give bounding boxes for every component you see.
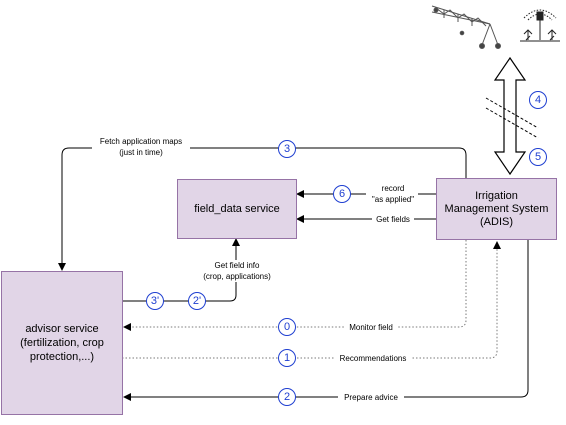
edge-fetch-maps [58,147,467,271]
edge-label-record-line2: "as applied" [372,195,414,204]
edge-get-field-info [122,238,240,302]
irrigation-label-line2: Management System [444,202,549,215]
field-data-service-node: field_data service [177,179,297,239]
edge-label-get-field-info-line1: Get field info [215,261,260,270]
step-badge-6: 6 [333,185,351,203]
irrigation-label-line3: (ADIS) [480,215,513,228]
step-badge-3: 3 [278,140,296,158]
sprinkler-icon [520,9,560,42]
wireless-break-line [485,107,539,139]
edge-label-record-line1: record [382,184,405,193]
step-badge-0: 0 [278,318,296,336]
irrigation-management-system-node: Irrigation Management System (ADIS) [436,178,557,240]
edge-label-get-fields: Get fields [376,215,410,224]
edge-label-fetch-maps-line2: (just in time) [119,148,163,157]
edge-monitor-field [123,240,467,331]
edge-prepare-advice [123,240,529,401]
field-data-service-label: field_data service [194,203,280,215]
edge-label-recommendations: Recommendations [340,354,407,363]
pivot-irrigation-icon [431,5,501,49]
step-badge-5: 5 [529,148,547,166]
edge-label-monitor-field: Monitor field [349,323,393,332]
edge-label-get-field-info-line2: (crop, applications) [203,272,271,281]
irrigation-label-line1: Irrigation [475,189,518,202]
step-badge-3-prime: 3' [146,292,164,310]
step-badge-2-prime: 2' [188,292,206,310]
edge-recommendations [122,241,501,359]
bidirectional-arrow [493,56,527,176]
step-badge-1: 1 [278,349,296,367]
wireless-break-line [485,97,539,129]
advisor-service-node: advisor service (fertilization, crop pro… [1,271,123,415]
step-badge-4: 4 [529,91,547,109]
advisor-label-line3: protection,...) [29,351,95,363]
advisor-label-line2: (fertilization, crop [20,337,104,349]
edge-label-prepare-advice: Prepare advice [344,393,398,402]
advisor-label-line1: advisor service [25,323,99,335]
step-badge-2: 2 [278,388,296,406]
edge-label-fetch-maps-line1: Fetch application maps [100,137,182,146]
